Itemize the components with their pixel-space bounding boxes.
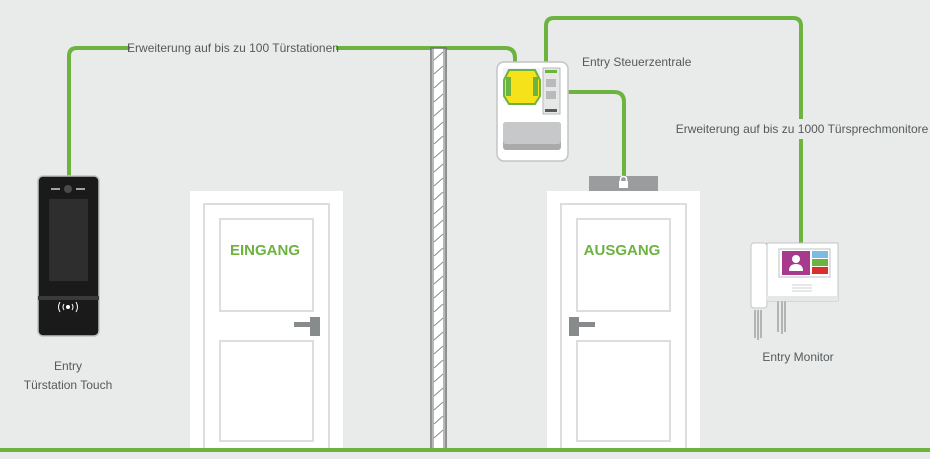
label-extension-monitors: Erweiterung auf bis zu 1000 Türsprechmon… bbox=[676, 122, 929, 136]
lock-icon bbox=[619, 175, 628, 188]
label-door-station-line2: Türstation Touch bbox=[24, 378, 113, 392]
exit-door bbox=[547, 191, 700, 452]
label-bg-extension-door-stations bbox=[130, 38, 336, 58]
floor-line bbox=[0, 448, 930, 452]
entrance-door bbox=[190, 191, 343, 452]
video-monitor-icon bbox=[750, 242, 839, 340]
label-control-unit: Entry Steuerzentrale bbox=[582, 55, 692, 69]
label-monitor: Entry Monitor bbox=[762, 350, 833, 364]
door-station-icon bbox=[37, 175, 100, 337]
door-label-entrance: EINGANG bbox=[230, 242, 300, 259]
label-extension-door-stations: Erweiterung auf bis zu 100 Türstationen bbox=[127, 41, 339, 55]
label-bg-extension-monitors bbox=[686, 119, 918, 139]
wire-monitor bbox=[544, 16, 803, 245]
wall bbox=[430, 47, 447, 451]
rfid-icon bbox=[58, 301, 78, 313]
door-handle bbox=[569, 317, 595, 336]
door-lock bbox=[589, 175, 658, 191]
user-icon bbox=[789, 255, 803, 271]
door-handle bbox=[294, 317, 320, 336]
control-unit-icon bbox=[496, 61, 569, 162]
wire-lock bbox=[564, 90, 626, 178]
door-label-exit: AUSGANG bbox=[584, 242, 661, 259]
label-door-station-line1: Entry bbox=[54, 359, 82, 373]
